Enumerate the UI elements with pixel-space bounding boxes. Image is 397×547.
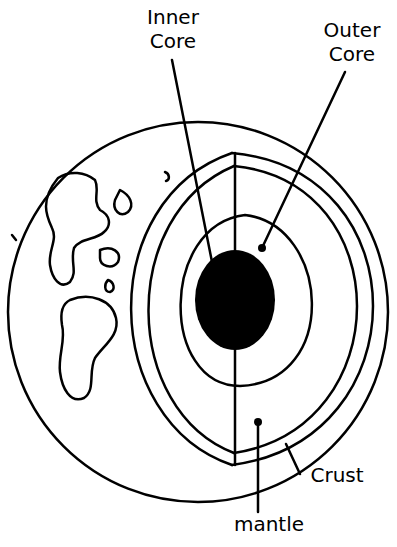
continent [165,172,169,181]
inner-core [195,250,275,350]
leader-line [286,444,300,474]
part-label: mantle [224,512,314,536]
leader-line [262,72,345,248]
part-label: Crust [302,463,372,487]
leader-line [172,60,214,272]
continent [60,297,117,399]
leader-dot [254,418,262,426]
continent [105,280,113,292]
continent [46,173,109,285]
part-label: Outer Core [313,18,391,66]
outer-core-boundary [181,215,312,386]
continent [100,248,119,266]
part-label: Inner Core [137,5,209,53]
continent [114,190,131,214]
leader-line [257,422,260,512]
earth-outline [8,122,388,502]
leader-dot [258,244,266,252]
continent [12,235,16,240]
